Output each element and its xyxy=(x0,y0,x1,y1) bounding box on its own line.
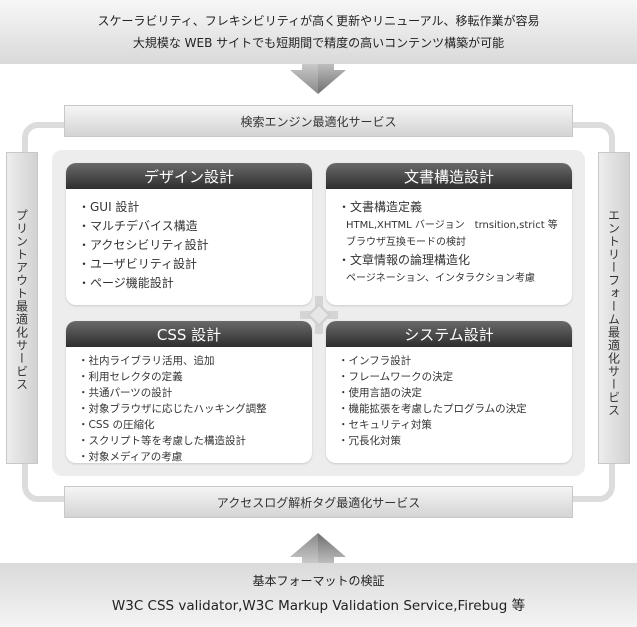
document-structure-card: 文書構造設計 ・文書構造定義 HTML,XHTML バージョン trnsitio… xyxy=(326,163,572,305)
list-item: ・対象ブラウザに応じたハッキング調整 xyxy=(78,403,267,415)
center-connector-icon xyxy=(300,296,338,334)
list-item: ・インフラ設計 xyxy=(338,355,412,367)
access-log-service-bar: アクセスログ解析タグ最適化サービス xyxy=(64,486,573,518)
css-design-card: CSS 設計 ・社内ライブラリ活用、追加 ・利用セレクタの定義 ・共通パーツの設… xyxy=(66,321,312,463)
top-banner-line2: 大規模な WEB サイトでも短期間で精度の高いコンテンツ構築が可能 xyxy=(132,36,505,50)
system-design-card-title: システム設計 xyxy=(326,321,572,347)
list-item: ・スクリプト等を考慮した構造設計 xyxy=(78,435,246,447)
list-item: ・対象メディアの考慮 xyxy=(78,451,183,463)
list-item: ・アクセシビリティ設計 xyxy=(78,238,209,252)
entry-form-service-bar: エントリーフォーム最適化サービス xyxy=(598,152,630,464)
design-card: デザイン設計 ・GUI 設計 ・マルチデバイス構造 ・アクセシビリティ設計 ・ユ… xyxy=(66,163,312,305)
print-service-label: プリントアウト最適化サービス xyxy=(14,209,29,391)
top-banner: スケーラビリティ、フレキシビリティが高く更新やリニューアル、移転作業が容易 大規… xyxy=(0,0,637,64)
bottom-banner-line2: W3C CSS validator,W3C Markup Validation … xyxy=(111,598,526,614)
bottom-banner: 基本フォーマットの検証 W3C CSS validator,W3C Markup… xyxy=(0,563,637,627)
list-item: ・セキュリティ対策 xyxy=(338,419,432,431)
system-design-card: システム設計 ・インフラ設計 ・フレームワークの決定 ・使用言語の決定 ・機能拡… xyxy=(326,321,572,463)
list-item: ・文章情報の論理構造化 xyxy=(338,253,471,267)
list-item: ・フレームワークの決定 xyxy=(338,371,454,383)
up-arrow-icon xyxy=(290,533,346,563)
entry-form-service-label: エントリーフォーム最適化サービス xyxy=(606,209,621,417)
bottom-banner-line1: 基本フォーマットの検証 xyxy=(252,574,385,588)
top-banner-line1: スケーラビリティ、フレキシビリティが高く更新やリニューアル、移転作業が容易 xyxy=(97,14,540,28)
list-item: ・ページ機能設計 xyxy=(78,276,174,290)
list-item: ・機能拡張を考慮したプログラムの決定 xyxy=(338,403,527,415)
list-item: ・冗長化対策 xyxy=(338,435,401,447)
list-subitem: HTML,XHTML バージョン trnsition,strict 等 xyxy=(346,220,558,231)
list-item: ・社内ライブラリ活用、追加 xyxy=(78,355,215,367)
list-item: ・利用セレクタの定義 xyxy=(78,371,183,383)
list-item: ・使用言語の決定 xyxy=(338,387,422,399)
design-card-title: デザイン設計 xyxy=(66,163,312,189)
list-item: ・ユーザビリティ設計 xyxy=(78,257,198,271)
css-design-card-title: CSS 設計 xyxy=(66,321,312,347)
list-item: ・CSS の圧縮化 xyxy=(78,419,155,431)
list-item: ・マルチデバイス構造 xyxy=(78,219,198,233)
list-item: ・GUI 設計 xyxy=(78,200,140,214)
list-item: ・共通パーツの設計 xyxy=(78,387,173,399)
list-subitem: ページネーション、インタラクション考慮 xyxy=(346,273,535,284)
down-arrow-icon xyxy=(290,64,346,94)
access-log-service-label: アクセスログ解析タグ最適化サービス xyxy=(216,495,421,510)
list-subitem: ブラウザ互換モードの検討 xyxy=(346,237,466,248)
seo-service-bar: 検索エンジン最適化サービス xyxy=(64,105,573,137)
document-structure-card-title: 文書構造設計 xyxy=(326,163,572,189)
list-item: ・文書構造定義 xyxy=(338,200,423,214)
seo-service-label: 検索エンジン最適化サービス xyxy=(240,114,397,129)
print-service-bar: プリントアウト最適化サービス xyxy=(6,152,38,464)
